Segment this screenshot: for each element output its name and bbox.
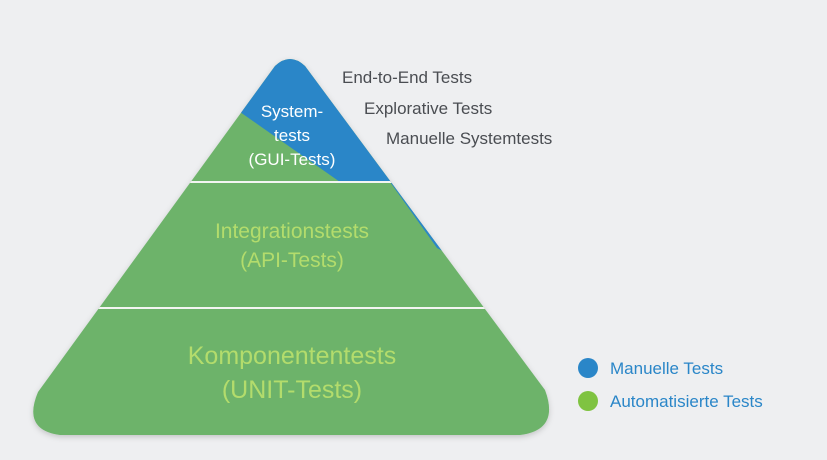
manual-test-annotations: End-to-End Tests Explorative Tests Manue…	[342, 68, 552, 148]
legend-manual-dot	[578, 358, 598, 378]
integration-tests-line-1: Integrationstests	[215, 220, 369, 243]
system-tests-line-1: System-	[261, 102, 323, 121]
component-tests-line-1: Komponententests	[188, 342, 396, 370]
system-tests-label: System- tests (GUI-Tests)	[249, 102, 336, 169]
integration-tests-label: Integrationstests (API-Tests)	[215, 220, 369, 272]
annotation-end-to-end: End-to-End Tests	[342, 68, 472, 87]
legend: Manuelle Tests Automatisierte Tests	[578, 358, 763, 411]
component-tests-label: Komponententests (UNIT-Tests)	[188, 342, 396, 404]
legend-automated-label: Automatisierte Tests	[610, 392, 763, 411]
annotation-manual-system: Manuelle Systemtests	[386, 129, 552, 148]
legend-automated-dot	[578, 391, 598, 411]
pyramid-shape	[33, 59, 550, 435]
legend-manual-label: Manuelle Tests	[610, 359, 723, 378]
system-tests-line-2: tests	[274, 126, 310, 145]
annotation-explorative: Explorative Tests	[364, 99, 492, 118]
integration-tests-line-2: (API-Tests)	[240, 249, 344, 272]
component-tests-line-2: (UNIT-Tests)	[222, 376, 362, 404]
system-tests-line-3: (GUI-Tests)	[249, 150, 336, 169]
